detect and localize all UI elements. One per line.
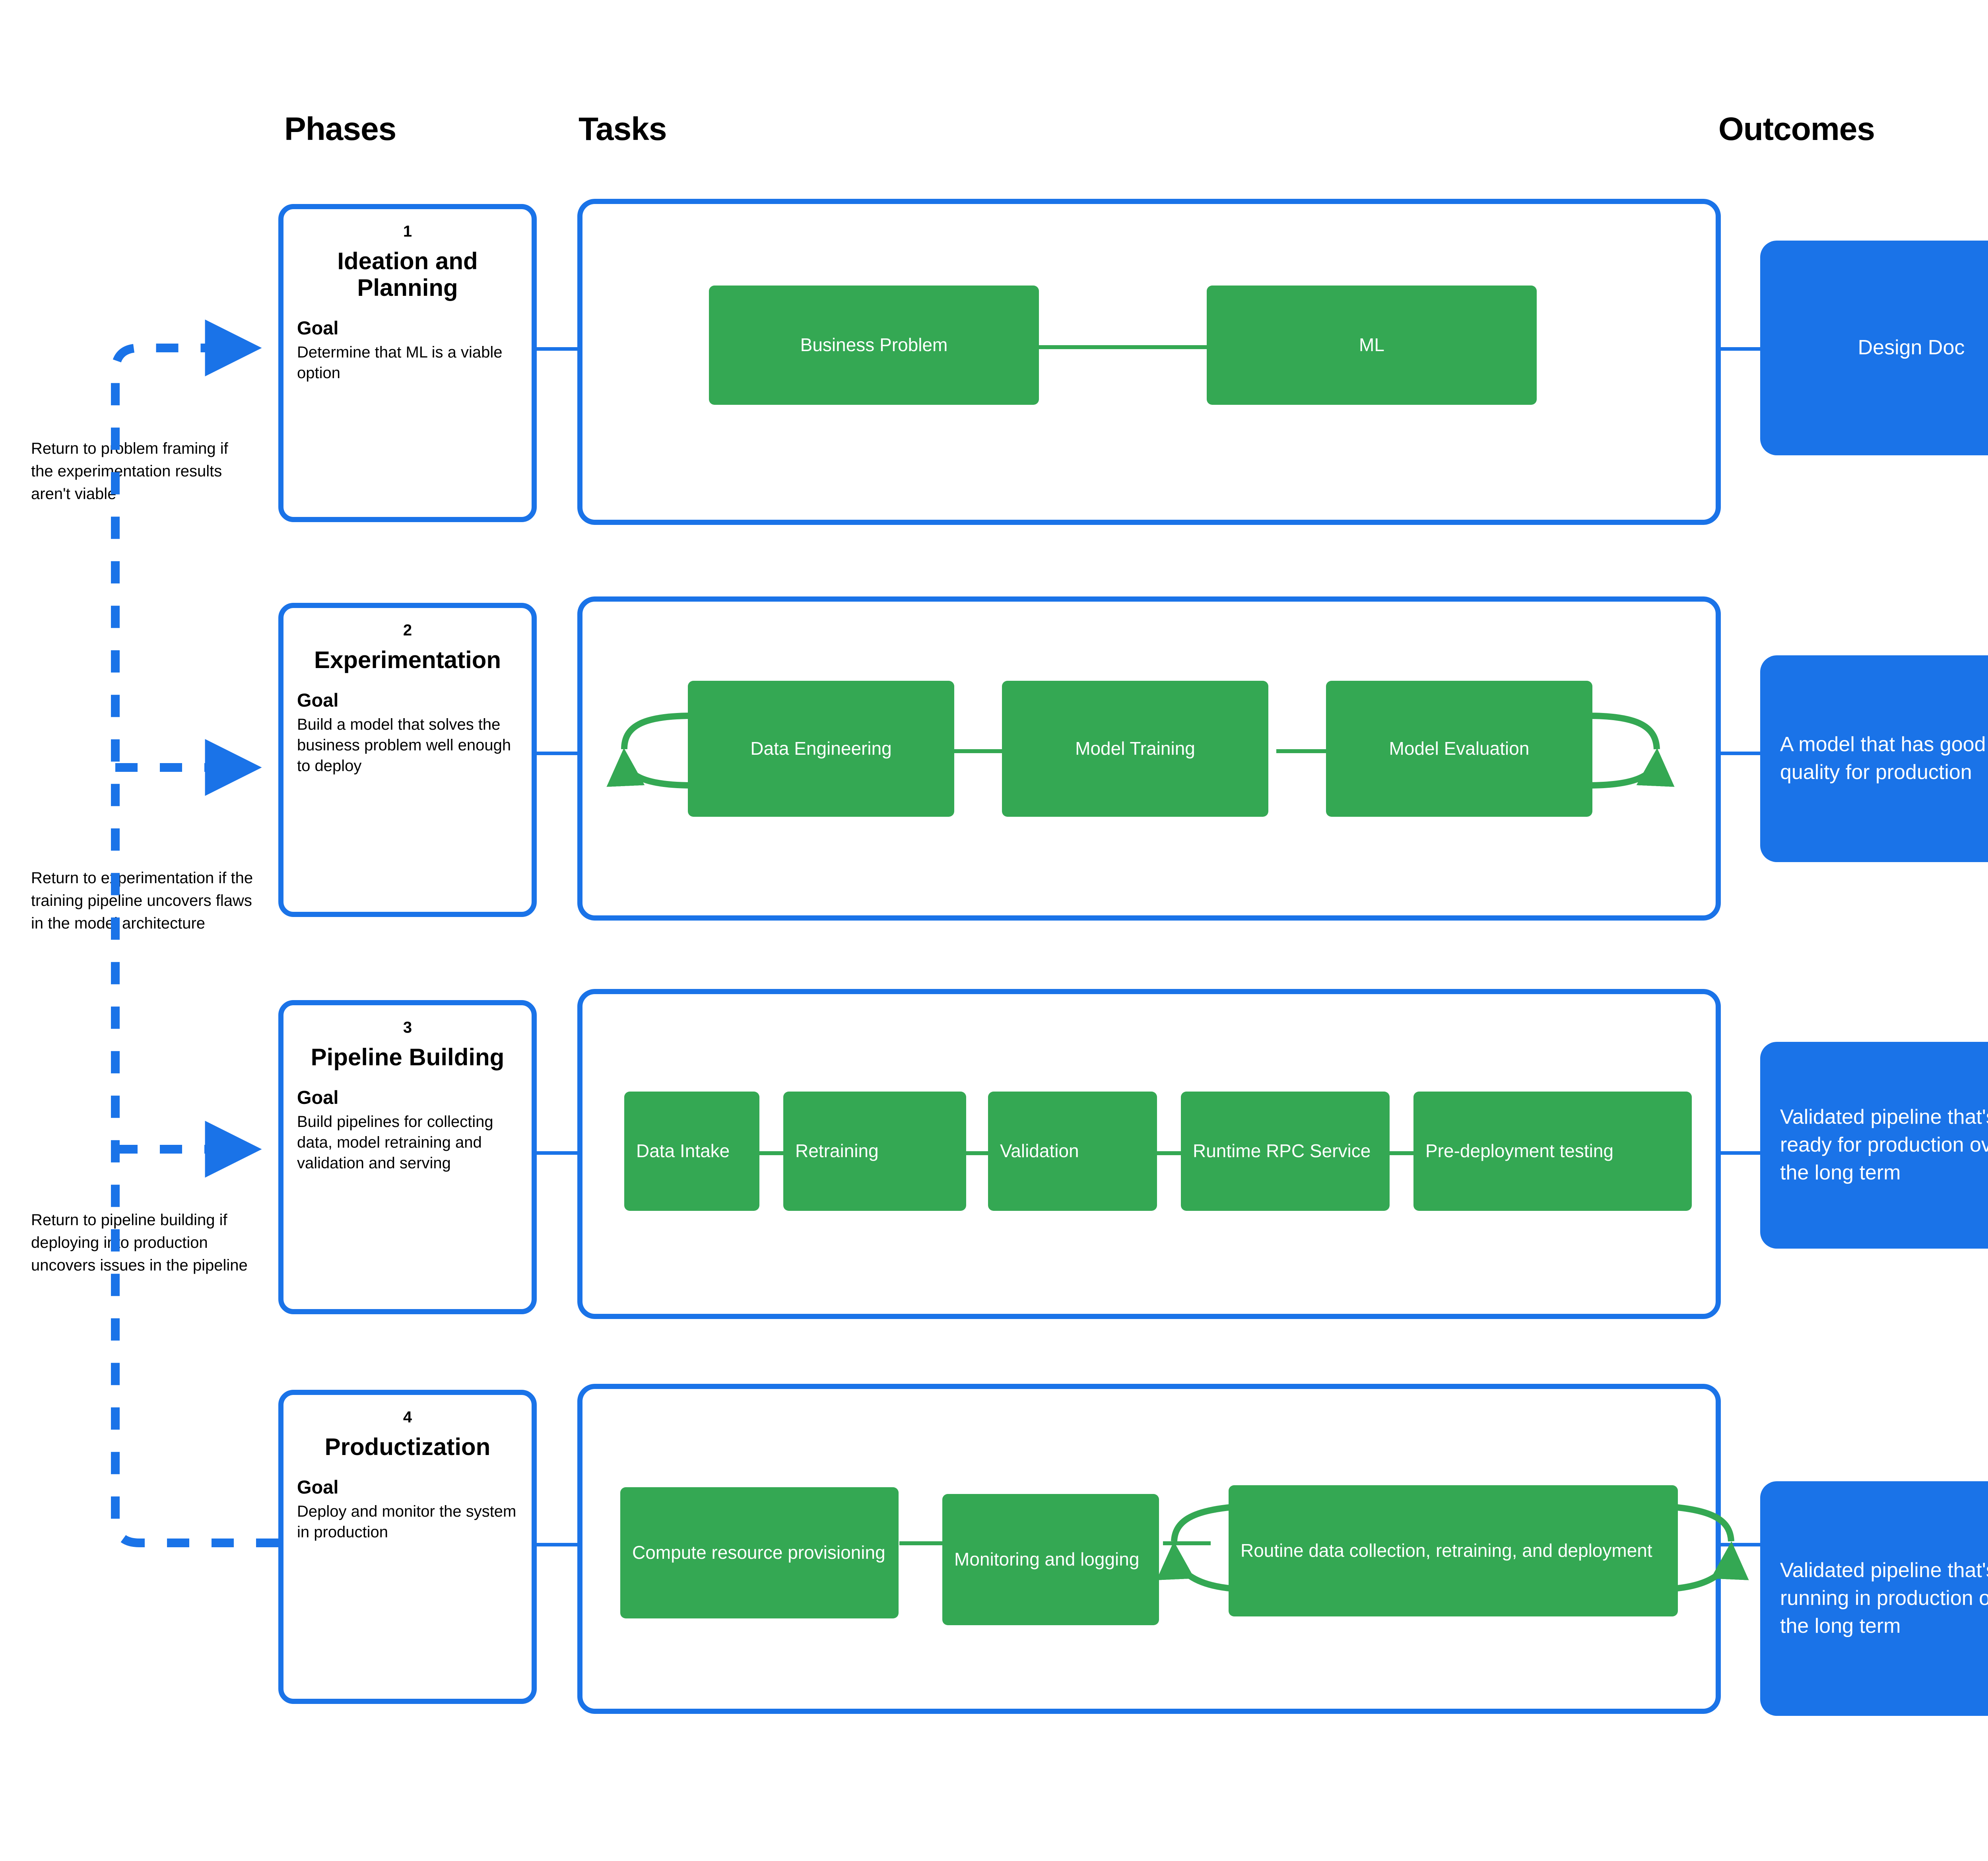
goal-text: Determine that ML is a viable option [297, 344, 503, 382]
goal-text: Deploy and monitor the system in product… [297, 1503, 516, 1541]
note-return-to-problem-framing: Return to problem framing if the experim… [31, 440, 228, 503]
column-header-outcomes: Outcomes [1718, 111, 1875, 147]
task-box-ml[interactable]: ML [1207, 286, 1537, 405]
phase-number: 4 [403, 1408, 412, 1426]
phase-title: Pipeline Building [311, 1044, 505, 1070]
outcome-box-design-doc[interactable]: Design Doc [1760, 241, 1988, 455]
connector-tasks1-outcome [1718, 347, 1762, 351]
task-box-pre-deployment-testing[interactable]: Pre-deployment testing [1413, 1092, 1692, 1211]
task-box-business-problem[interactable]: Business Problem [709, 286, 1039, 405]
feedback-route-to-phase-1 [111, 319, 278, 1547]
task-connector-3-2 [962, 1151, 990, 1155]
phase-number: 1 [403, 223, 412, 240]
phase-card-3[interactable]: 3 Pipeline Building Goal Build pipelines… [278, 1000, 537, 1314]
goal-label: Goal [297, 1476, 339, 1498]
phase-card-2[interactable]: 2 Experimentation Goal Build a model tha… [278, 603, 537, 917]
connector-tasks4-outcome [1718, 1543, 1762, 1546]
goal-text: Build pipelines for collecting data, mod… [297, 1113, 493, 1172]
task-connector-1-1 [1030, 345, 1217, 349]
goal-label: Goal [297, 690, 339, 711]
task-box-model-evaluation[interactable]: Model Evaluation [1326, 681, 1592, 817]
column-header-tasks: Tasks [579, 111, 667, 147]
task-box-data-intake[interactable]: Data Intake [624, 1092, 759, 1211]
task-box-validation[interactable]: Validation [988, 1092, 1157, 1211]
outcome-box-validated-pipeline-running[interactable]: Validated pipeline that's running in pro… [1760, 1481, 1988, 1716]
task-box-routine-data-collection[interactable]: Routine data collection, retraining, and… [1229, 1485, 1678, 1616]
phase-card-4[interactable]: 4 Productization Goal Deploy and monitor… [278, 1390, 537, 1704]
connector-tasks3-outcome [1718, 1151, 1762, 1155]
task-connector-3-1 [757, 1151, 785, 1155]
task-box-retraining[interactable]: Retraining [783, 1092, 966, 1211]
phase-number: 2 [403, 622, 412, 639]
connector-phase3-tasks [534, 1151, 580, 1155]
phase-number: 3 [403, 1019, 412, 1036]
connector-tasks2-outcome [1718, 752, 1762, 755]
task-box-model-training[interactable]: Model Training [1002, 681, 1268, 817]
task-connector-4-1 [899, 1541, 943, 1545]
task-connector-3-4 [1388, 1151, 1415, 1155]
phase-card-1[interactable]: 1 Ideation and Planning Goal Determine t… [278, 204, 537, 522]
note-return-to-pipeline-building: Return to pipeline building if deploying… [31, 1211, 248, 1274]
task-connector-3-3 [1155, 1151, 1183, 1155]
task-box-compute-resource-provisioning[interactable]: Compute resource provisioning [620, 1487, 899, 1618]
goal-label: Goal [297, 1087, 339, 1108]
task-box-monitoring-and-logging[interactable]: Monitoring and logging [942, 1494, 1159, 1625]
connector-phase4-tasks [534, 1543, 580, 1546]
note-return-to-experimentation-pipeline: Return to experimentation if the trainin… [31, 869, 253, 932]
phase-title: Productization [324, 1434, 491, 1460]
outcome-box-good-quality-model[interactable]: A model that has good quality for produc… [1760, 655, 1988, 862]
goal-text: Build a model that solves the business p… [297, 716, 511, 775]
phase-title: Ideation and Planning [337, 248, 478, 301]
task-connector-4-2 [1163, 1541, 1211, 1545]
task-box-data-engineering[interactable]: Data Engineering [688, 681, 954, 817]
task-connector-2-1 [952, 749, 1004, 753]
column-header-phases: Phases [284, 111, 396, 147]
connector-phase1-tasks [534, 347, 580, 351]
task-box-runtime-rpc-service[interactable]: Runtime RPC Service [1181, 1092, 1390, 1211]
goal-label: Goal [297, 317, 339, 339]
outcome-box-validated-pipeline-ready[interactable]: Validated pipeline that's ready for prod… [1760, 1042, 1988, 1249]
phase-title: Experimentation [314, 647, 501, 673]
connector-phase2-tasks [534, 752, 580, 755]
task-connector-2-2 [1276, 749, 1328, 753]
